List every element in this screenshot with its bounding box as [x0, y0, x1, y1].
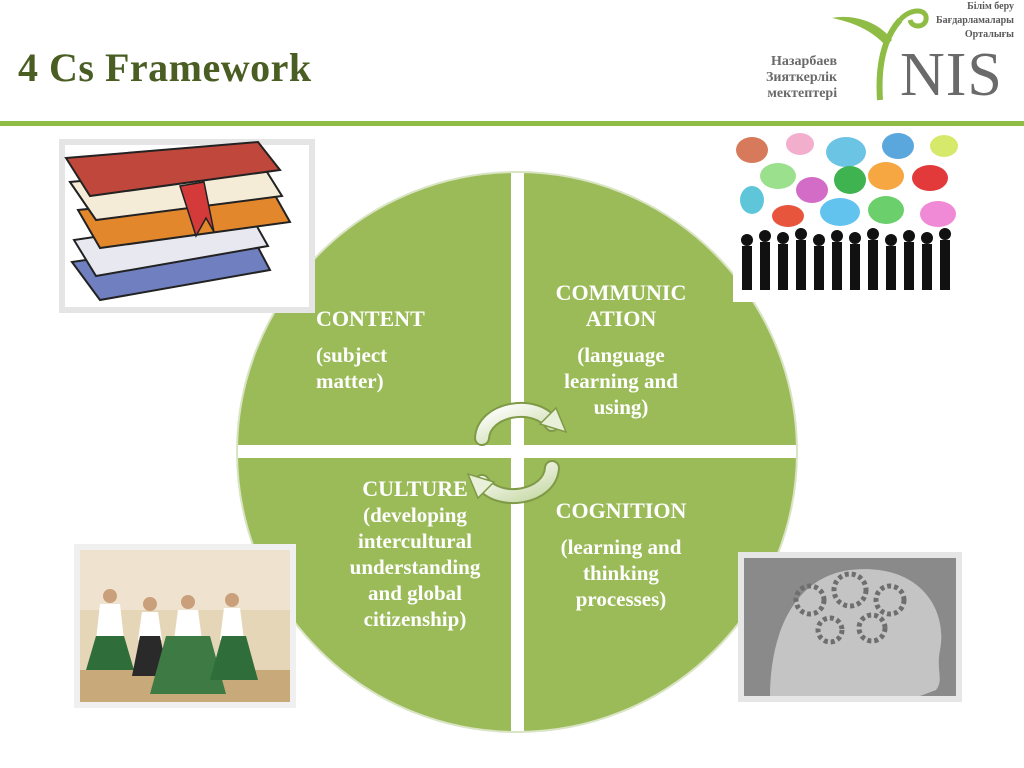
cognition-desc-line-2: thinking — [583, 561, 659, 585]
nis-logo: Білім беру Бағдарламалары Орталығы Назар… — [760, 0, 1024, 120]
cognition-desc-line-3: processes) — [575, 587, 667, 611]
header-divider — [0, 121, 1024, 126]
logo-name-line-2: Зияткерлік — [766, 70, 838, 85]
logo-acronym: NIS — [900, 41, 1003, 109]
cycle-arrows-icon — [466, 402, 568, 504]
cognition-title: COGNITION — [555, 498, 687, 523]
communication-desc-line-3: using) — [593, 395, 649, 419]
logo-sprout-icon — [832, 8, 929, 101]
page-title: 4 Cs Framework — [18, 45, 312, 90]
content-title: CONTENT — [316, 306, 425, 331]
content-label-group: CONTENT (subject matter) — [316, 306, 476, 394]
content-desc-line-2: matter) — [316, 369, 384, 393]
culture-desc-line-2: intercultural — [358, 529, 472, 553]
logo-name-line-3: мектептері — [767, 86, 838, 101]
culture-desc-line-3: understanding — [349, 555, 481, 579]
cognition-label-group: COGNITION (learning and thinking process… — [540, 498, 702, 612]
communication-desc-line-2: learning and — [564, 369, 678, 393]
folk-dancers-photo — [74, 544, 296, 708]
logo-tagline-2: Бағдарламалары — [936, 15, 1014, 26]
logo-tagline-3: Орталығы — [964, 29, 1014, 40]
communication-title-line-1: COMMUNIC — [555, 280, 687, 305]
culture-label-group: CULTURE (developing intercultural unders… — [334, 476, 496, 632]
gears-head-illustration — [738, 552, 962, 702]
logo-tagline-1: Білім беру — [967, 1, 1014, 12]
books-illustration — [59, 139, 315, 313]
culture-title: CULTURE — [362, 476, 468, 501]
content-desc-line-1: (subject — [316, 343, 388, 367]
communication-label-group: COMMUNIC ATION (language learning and us… — [540, 280, 702, 420]
cognition-desc-line-1: (learning and — [560, 535, 682, 559]
culture-desc-line-1: (developing — [363, 503, 467, 527]
logo-name-line-1: Назарбаев — [771, 54, 838, 69]
logo-school-name: Назарбаев Зияткерлік мектептері — [766, 54, 837, 102]
communication-title-line-2: ATION — [585, 306, 657, 331]
culture-desc-line-5: citizenship) — [363, 607, 467, 631]
culture-desc-line-4: and global — [368, 581, 462, 605]
speech-bubbles-crowd-image — [733, 130, 965, 302]
communication-desc-line-1: (language — [577, 343, 665, 367]
